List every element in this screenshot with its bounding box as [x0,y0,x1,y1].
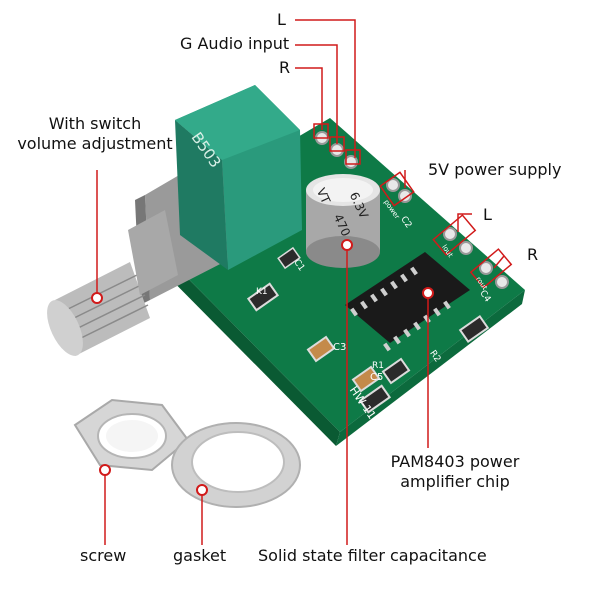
r1-text: R1 [372,361,384,371]
washer [171,422,301,508]
potentiometer [47,85,302,356]
label-out-l: L [483,205,492,224]
marker-screw [99,464,111,476]
label-screw: screw [80,546,127,565]
pam8403-chip [345,252,470,352]
label-volume-line1: With switch [48,114,142,133]
marker-gasket [196,484,208,496]
c5-text: C5 [370,372,383,383]
marker-capacitor [341,239,353,251]
marker-volume [91,292,103,304]
label-power-supply: 5V power supply [428,160,562,179]
label-audio-l: L [277,10,286,29]
k1-text: K1 [256,287,268,297]
cap-brand-text: VT [314,186,334,207]
label-out-r: R [527,245,539,264]
label-gasket: gasket [173,546,227,565]
label-chip-line2: amplifier chip [400,472,510,491]
label-chip: PAM8403 power amplifier chip [375,452,535,492]
output-pads [432,214,513,289]
input-pads [313,123,361,169]
label-volume-adjustment: With switch volume adjustment [10,114,180,154]
label-chip-line1: PAM8403 power [390,452,520,471]
label-capacitor: Solid state filter capacitance [258,546,487,565]
marker-chip [422,287,434,299]
label-volume-line2: volume adjustment [17,134,173,153]
label-audio-r: R [279,58,291,77]
power-pads [379,171,415,207]
c3-text: C3 [333,342,346,353]
label-audio-input: G Audio input [180,34,290,53]
smd-components [246,246,490,414]
callout-markers [91,239,434,496]
hex-nut [73,398,190,472]
callout-lines [96,19,505,545]
